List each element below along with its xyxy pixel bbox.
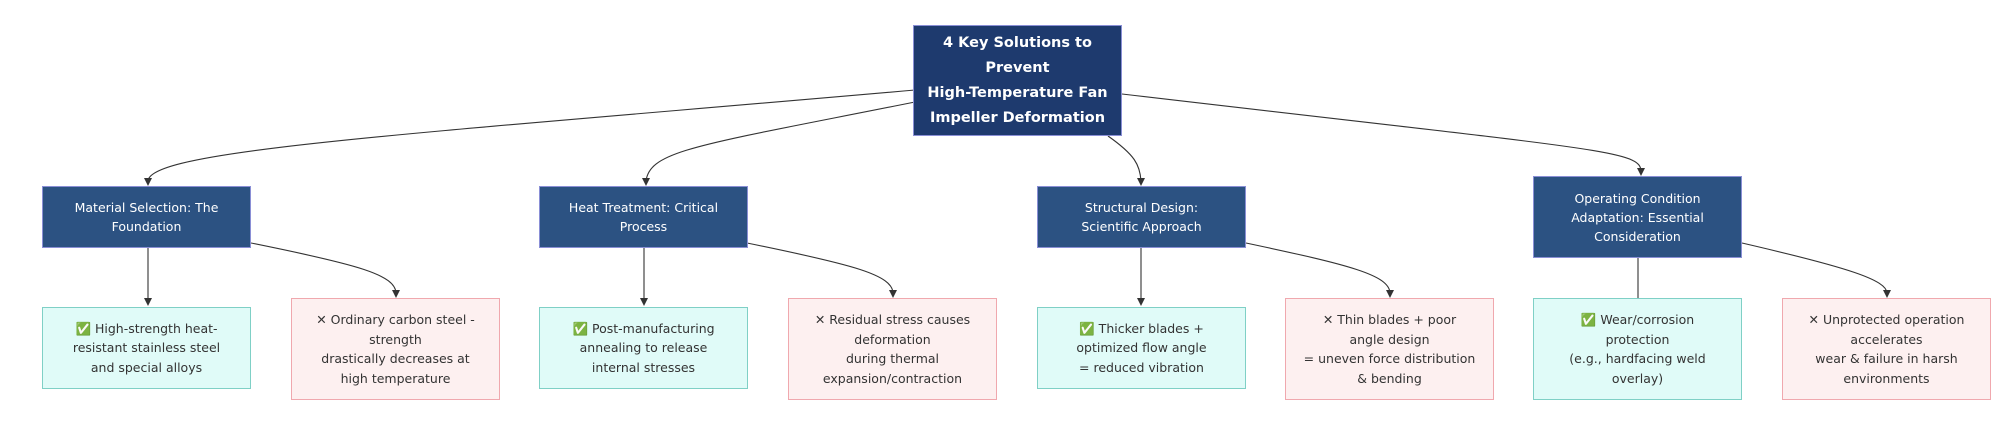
edge-root-to-operating [1121, 93, 1642, 172]
arrowhead [1883, 290, 1891, 298]
category-label: Operating Condition Adaptation: Essentia… [1571, 190, 1704, 244]
arrowhead [1386, 290, 1394, 298]
bad-practice-text: ✕ Ordinary carbon steel - strength drast… [316, 312, 475, 386]
bad-practice-node-heat-treatment: ✕ Residual stress causes deformation dur… [788, 298, 997, 400]
arrowhead [144, 298, 152, 306]
good-practice-text: ✅ High-strength heat- resistant stainles… [72, 320, 221, 375]
arrowhead [392, 290, 400, 298]
bad-practice-node-material: ✕ Ordinary carbon steel - strength drast… [291, 298, 500, 400]
edge-root-to-material [147, 89, 916, 182]
arrowhead [1637, 168, 1645, 176]
arrowhead [889, 290, 897, 298]
edge-root-to-structural [1107, 135, 1142, 182]
bad-practice-text: ✕ Thin blades + poor angle design = unev… [1303, 312, 1476, 386]
edge-heat-to-bad [746, 242, 894, 294]
good-practice-node-operating: ✅ Wear/corrosion protection (e.g., hardf… [1533, 298, 1742, 400]
bad-practice-text: ✕ Unprotected operation accelerates wear… [1808, 312, 1965, 386]
bad-practice-node-operating: ✕ Unprotected operation accelerates wear… [1782, 298, 1991, 400]
category-label: Heat Treatment: Critical Process [568, 200, 719, 234]
good-practice-node-structural: ✅ Thicker blades + optimized flow angle … [1037, 307, 1246, 389]
good-practice-text: ✅ Thicker blades + optimized flow angle … [1076, 320, 1207, 375]
good-practice-node-material: ✅ High-strength heat- resistant stainles… [42, 307, 251, 389]
category-node-heat-treatment: Heat Treatment: Critical Process [539, 186, 748, 248]
bad-practice-node-structural: ✕ Thin blades + poor angle design = unev… [1285, 298, 1494, 400]
edge-material-to-bad [250, 242, 397, 294]
edge-structural-to-bad [1245, 242, 1391, 294]
root-node-label: 4 Key Solutions to Prevent High-Temperat… [927, 34, 1108, 126]
category-label: Material Selection: The Foundation [74, 200, 219, 234]
bad-practice-text: ✕ Residual stress causes deformation dur… [814, 312, 971, 386]
category-label: Structural Design: Scientific Approach [1081, 200, 1202, 234]
arrowhead [144, 178, 152, 186]
arrowhead [640, 298, 648, 306]
arrowhead [1137, 178, 1145, 186]
category-node-material: Material Selection: The Foundation [42, 186, 251, 248]
arrowhead [1137, 298, 1145, 306]
good-practice-text: ✅ Post-manufacturing annealing to releas… [572, 320, 715, 375]
good-practice-node-heat-treatment: ✅ Post-manufacturing annealing to releas… [539, 307, 748, 389]
good-practice-text: ✅ Wear/corrosion protection (e.g., hardf… [1569, 312, 1706, 386]
root-node: 4 Key Solutions to Prevent High-Temperat… [913, 25, 1122, 136]
edge-operating-to-bad [1741, 242, 1888, 294]
category-node-operating: Operating Condition Adaptation: Essentia… [1533, 176, 1742, 258]
arrowhead [642, 178, 650, 186]
edge-root-to-heat [645, 101, 916, 182]
category-node-structural: Structural Design: Scientific Approach [1037, 186, 1246, 248]
